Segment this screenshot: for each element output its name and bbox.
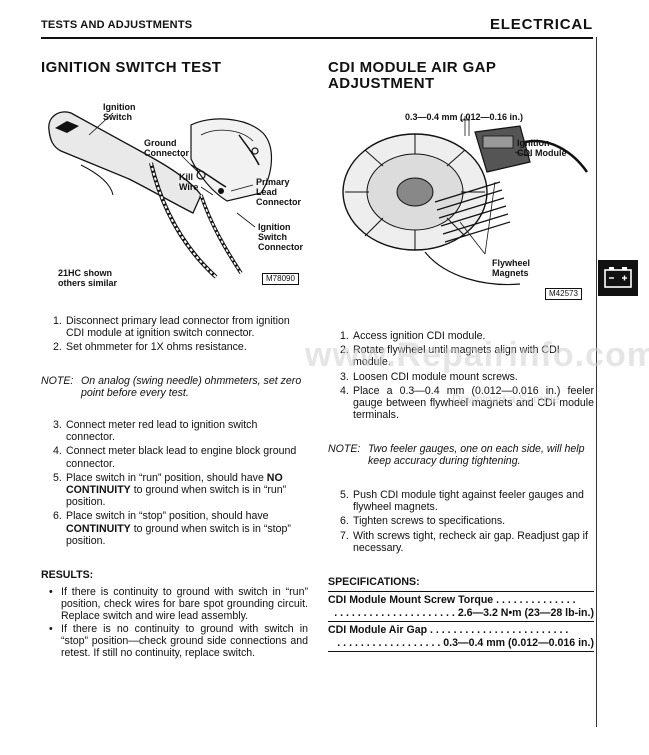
header-rule xyxy=(41,37,593,39)
chapter-header: ELECTRICAL xyxy=(490,16,593,33)
section-header: TESTS AND ADJUSTMENTS xyxy=(41,19,193,31)
list-item: 2.Set ohmmeter for 1X ohms resistance. xyxy=(53,341,247,354)
spec-rule-bottom xyxy=(328,651,594,652)
list-item: 1.Access ignition CDI module. xyxy=(340,330,486,342)
right-steps-a: 1.Access ignition CDI module. 2.Rotate f… xyxy=(328,330,594,423)
watermark: www.Repairinfo.com xyxy=(305,336,649,374)
list-item: •If there is no continuity to ground wit… xyxy=(49,622,308,660)
list-item: 3.Connect meter red lead to ignition swi… xyxy=(53,419,258,444)
list-item: 1.Disconnect primary lead connector from… xyxy=(53,315,290,340)
list-item: 5.Place switch in “run” position, should… xyxy=(53,471,287,509)
spec-rule-mid xyxy=(328,621,594,622)
list-item: 4.Connect meter black lead to engine blo… xyxy=(53,445,297,470)
results-list: •If there is continuity to ground with s… xyxy=(41,586,308,659)
electrical-tab-icon xyxy=(598,260,638,296)
list-item: •If there is continuity to ground with s… xyxy=(49,586,308,623)
watermark-sub: Download a Sample xyxy=(452,392,560,406)
list-item: 7.With screws tight, recheck air gap. Re… xyxy=(340,529,588,554)
cdi-module-drawing xyxy=(342,116,589,286)
right-note: NOTE:Two feeler gauges, one on each side… xyxy=(328,443,585,468)
right-steps-b: 5.Push CDI module tight against feeler g… xyxy=(328,489,594,556)
cdi-module-figure xyxy=(335,112,593,302)
left-steps-b: 3.Connect meter red lead to ignition swi… xyxy=(41,419,304,549)
left-steps-a: 1.Disconnect primary lead connector from… xyxy=(41,315,304,356)
ignition-switch-drawing xyxy=(48,111,273,279)
list-item: 6.Tighten screws to specifications. xyxy=(340,515,506,528)
margin-rule xyxy=(596,37,597,727)
ignition-switch-test-title: IGNITION SWITCH TEST xyxy=(41,59,222,76)
label-air-gap: 0.3—0.4 mm (.012—0.16 in.) xyxy=(405,112,524,122)
figure-code-left: M78090 xyxy=(262,273,299,285)
list-item: 4.Place a 0.3—0.4 mm (0.012—0.016 in.) f… xyxy=(340,384,594,422)
left-note: NOTE:On analog (swing needle) ohmmeters,… xyxy=(41,375,302,400)
ignition-switch-figure xyxy=(41,95,311,295)
figure-code-right: M42573 xyxy=(545,288,582,300)
spec-rule-top xyxy=(328,591,594,592)
list-item: 5.Push CDI module tight against feeler g… xyxy=(340,489,584,514)
list-item: 2.Rotate flywheel until magnets align wi… xyxy=(340,344,560,369)
spec-row: CDI Module Air Gap . . . . . . . . . . .… xyxy=(328,624,594,649)
list-item: 6.Place switch in “stop” position, shoul… xyxy=(53,510,291,547)
list-item: 3.Loosen CDI module mount screws. xyxy=(340,370,518,383)
results-heading: RESULTS: xyxy=(41,569,94,581)
spec-row: CDI Module Mount Screw Torque . . . . . … xyxy=(328,594,594,619)
specifications-heading: SPECIFICATIONS: xyxy=(328,576,420,588)
